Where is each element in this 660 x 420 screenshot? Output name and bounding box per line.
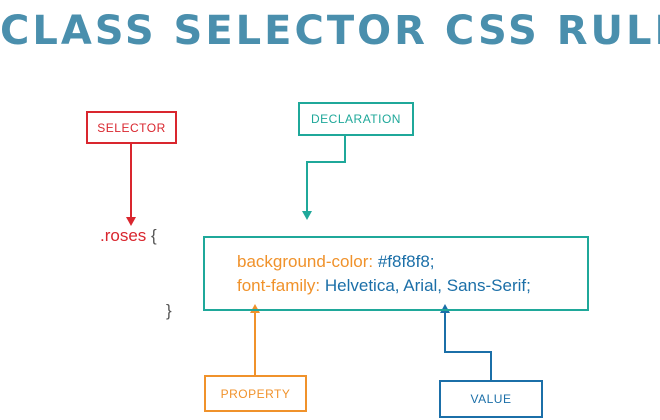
selector-arrow [126, 144, 136, 226]
property-arrow [250, 304, 260, 375]
property-text: font-family: [237, 276, 321, 295]
declaration-line: font-family: Helvetica, Arial, Sans-Seri… [237, 276, 531, 296]
value-label: VALUE [439, 380, 543, 418]
value-text: Helvetica, Arial, Sans-Serif; [324, 276, 531, 295]
property-text: background-color: [237, 252, 374, 271]
property-label: PROPERTY [204, 375, 307, 412]
declaration-line: background-color: #f8f8f8; [237, 252, 435, 272]
value-text: #f8f8f8; [377, 252, 435, 271]
diagram-title: CLASS SELECTOR CSS RULE [0, 8, 660, 54]
declaration-arrow [302, 136, 346, 220]
close-brace: } [166, 301, 172, 320]
open-brace: { [151, 226, 157, 245]
declaration-label: DECLARATION [298, 102, 414, 136]
value-arrow [440, 304, 492, 380]
selector-name: .roses [100, 226, 147, 245]
declaration-block: background-color: #f8f8f8; font-family: … [203, 236, 589, 311]
selector-label: SELECTOR [86, 111, 177, 144]
selector-code: .roses { [100, 226, 157, 246]
